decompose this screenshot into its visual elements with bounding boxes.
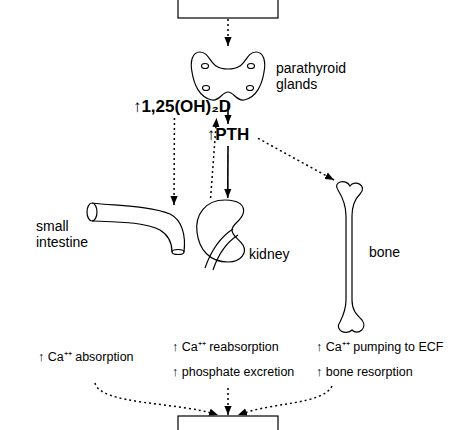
gland-dot <box>247 86 254 91</box>
node-label: kidney <box>249 246 309 262</box>
ureter-line <box>213 235 238 270</box>
bottom-box <box>178 416 278 430</box>
node-label: small intestine <box>36 218 96 250</box>
node-label: parathyroid glands <box>276 60 366 92</box>
effect-label: ↑ Ca⁺⁺ pumping to ECF <box>316 340 444 354</box>
intestine-wall <box>92 221 172 252</box>
effect-label: ↑ bone resorption <box>316 365 413 379</box>
flow-arrow <box>227 388 229 415</box>
diagram-node: parathyroid glands <box>188 48 268 103</box>
parathyroid-illustration <box>191 52 264 100</box>
diagram-node: kidney <box>195 198 247 268</box>
top-box <box>178 0 278 18</box>
connector-layer <box>174 103 334 205</box>
diagram-node: small intestine <box>88 205 188 257</box>
connector-arrow <box>258 138 334 180</box>
gland-dot <box>202 64 209 69</box>
bone-illustration <box>337 182 364 333</box>
connector-arrow <box>227 146 229 198</box>
ureter-line <box>205 229 233 268</box>
effect-label: ↑ Ca⁺⁺ absorption <box>38 350 134 364</box>
intestine-opening <box>172 250 184 255</box>
intestine-wall <box>92 203 184 252</box>
gland-dot <box>248 64 255 69</box>
flow-arrow <box>95 383 218 415</box>
diagram-node: bone <box>325 180 370 335</box>
effect-label: ↑ Ca⁺⁺ reabsorption <box>172 340 279 354</box>
node-label: ↑1,25(OH)₂D <box>122 97 242 117</box>
flow-arrow <box>227 19 229 46</box>
diagram-node: ↑1,25(OH)₂D <box>128 96 236 118</box>
connector-arrow <box>173 118 175 205</box>
flow-arrow <box>238 386 332 415</box>
effect-label: ↑ phosphate excretion <box>172 365 294 379</box>
diagram-node: ↑PTH <box>198 124 258 146</box>
gland-dot <box>203 86 210 91</box>
node-label: ↑PTH <box>188 125 268 145</box>
intestine-opening <box>87 203 97 221</box>
node-label: bone <box>369 244 429 260</box>
